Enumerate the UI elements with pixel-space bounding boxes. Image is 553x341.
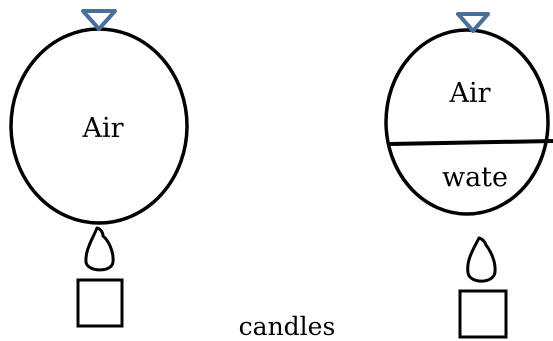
left-flame-icon (84, 226, 115, 272)
left-apparatus: Air (9, 9, 189, 328)
right-flame-icon (466, 236, 497, 283)
right-candle-icon (458, 289, 508, 339)
left-candle-icon (76, 278, 124, 328)
right-balloon-air-label: Air (448, 78, 490, 109)
left-balloon-air-label: Air (81, 113, 123, 144)
left-valve-icon (81, 9, 117, 31)
right-balloon (384, 28, 550, 216)
right-valve-icon (456, 12, 490, 33)
water-surface-line (389, 139, 553, 146)
candles-caption: candles (239, 312, 336, 341)
right-balloon-water-label: wate (442, 162, 508, 193)
right-apparatus: Air wate (384, 12, 553, 339)
